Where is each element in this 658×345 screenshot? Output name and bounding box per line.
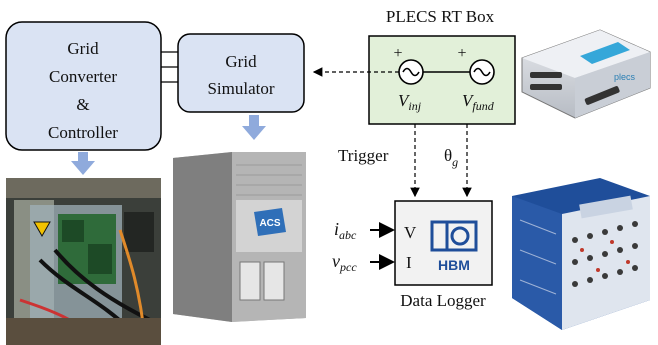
rtbox-block: PLECS RT Box + + Vinj Vfund bbox=[368, 7, 516, 125]
svg-text:HBM: HBM bbox=[438, 257, 470, 273]
simulator-line1: Grid bbox=[225, 52, 257, 71]
converter-hardware-photo bbox=[6, 178, 161, 345]
simulator-block: Grid Simulator bbox=[177, 33, 305, 113]
converter-line1: Grid bbox=[67, 39, 99, 58]
logger-title: Data Logger bbox=[400, 291, 486, 310]
simulator-box bbox=[177, 33, 305, 113]
rtbox-title: PLECS RT Box bbox=[386, 7, 495, 26]
vfund-plus: + bbox=[457, 45, 466, 62]
converter-line2: Converter bbox=[49, 67, 117, 86]
hbm-logo: HBM bbox=[430, 220, 478, 273]
down-arrow-converter bbox=[71, 152, 95, 175]
vinj-label: Vinj bbox=[398, 91, 422, 113]
three-phase-lines bbox=[161, 51, 178, 83]
converter-line4: Controller bbox=[48, 123, 118, 142]
down-arrow-simulator bbox=[242, 115, 266, 140]
logger-port-i: I bbox=[406, 253, 412, 272]
converter-box bbox=[5, 21, 162, 151]
grid-simulator-cabinet-photo: ACS bbox=[173, 152, 306, 322]
converter-line3: & bbox=[76, 95, 89, 114]
rtbox-unit-photo: plecs bbox=[521, 29, 651, 119]
vpcc-label: vpcc bbox=[332, 251, 357, 274]
logger-block: V I HBM Data Logger bbox=[394, 200, 493, 310]
theta-label: θg bbox=[444, 146, 458, 169]
converter-block: Grid Converter & Controller bbox=[5, 21, 162, 151]
hbm-rack-photo bbox=[512, 178, 650, 330]
vinj-plus: + bbox=[393, 45, 402, 62]
logger-port-v: V bbox=[404, 223, 417, 242]
svg-text:plecs: plecs bbox=[614, 72, 636, 82]
vfund-label: Vfund bbox=[462, 91, 495, 113]
simulator-line2: Simulator bbox=[207, 79, 274, 98]
iabc-label: iabc bbox=[334, 219, 357, 242]
trigger-label: Trigger bbox=[338, 146, 389, 165]
svg-text:ACS: ACS bbox=[259, 218, 280, 229]
